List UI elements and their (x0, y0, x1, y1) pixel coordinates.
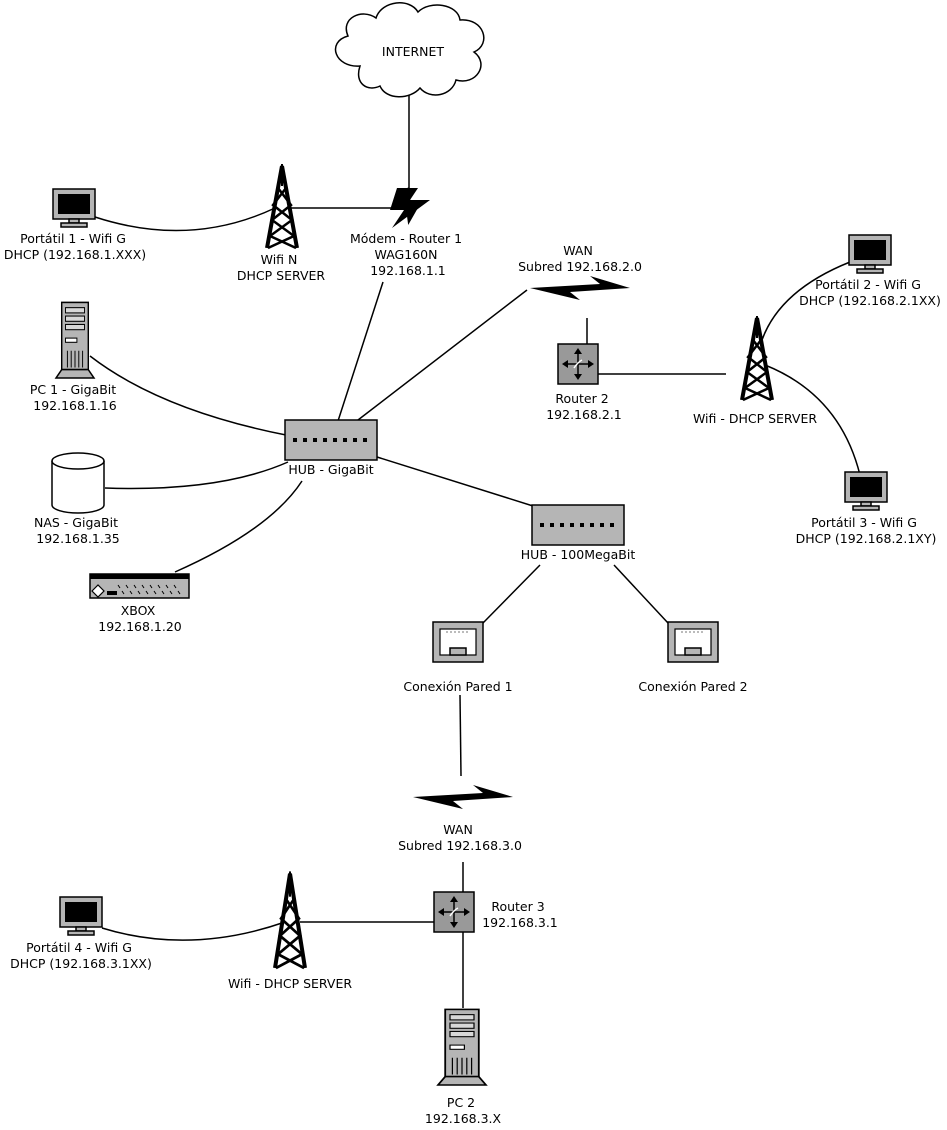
pc2-tower-icon (437, 1008, 487, 1086)
wire-hub-100-wall1 (482, 564, 541, 624)
modem-bolt-icon (390, 188, 430, 228)
modem-label: Módem - Router 1 WAG160N 192.168.1.1 (350, 231, 466, 278)
wall1-socket-icon (432, 621, 484, 663)
laptop2-label: Portátil 2 - Wifi G DHCP (192.168.2.1XX) (799, 277, 941, 308)
hub-gigabit-label: HUB - GigaBit (288, 462, 373, 477)
wifi-n-tower-icon (265, 162, 299, 250)
laptop3-label: Portátil 3 - Wifi G DHCP (192.168.2.1XY) (796, 515, 937, 546)
wire-laptop2-wifi2 (761, 261, 851, 341)
hub-gigabit-icon (284, 419, 378, 461)
wifi-n-label: Wifi N DHCP SERVER (237, 252, 326, 283)
nas-label: NAS - GigaBit 192.168.1.35 (34, 515, 122, 546)
wall2-label: Conexión Pared 2 (638, 679, 747, 694)
internet-cloud-icon (334, 2, 485, 98)
wire-pc1-hub-giga (89, 355, 287, 436)
hub-100megabit-icon (531, 504, 625, 546)
wire-laptop4-wifi3 (101, 921, 286, 941)
wire-xbox-hub-giga (174, 480, 303, 573)
wire-nas-hub-giga (104, 461, 289, 490)
xbox-label: XBOX 192.168.1.20 (98, 603, 182, 634)
laptop4-label: Portátil 4 - Wifi G DHCP (192.168.3.1XX) (10, 940, 152, 971)
wall1-label: Conexión Pared 1 (403, 679, 512, 694)
wire-hub-giga-hub-100 (376, 456, 534, 507)
router3-label: Router 3 192.168.3.1 (482, 899, 558, 930)
wifi3-label: Wifi - DHCP SERVER (228, 976, 352, 991)
wire-hub-giga-wan2 (357, 289, 528, 421)
pc1-label: PC 1 - GigaBit 192.168.1.16 (30, 382, 120, 413)
wire-laptop1-wifi-n (94, 207, 276, 232)
pc1-tower-icon (55, 301, 95, 379)
router2-icon (557, 343, 599, 385)
wan2-label: WAN Subred 192.168.2.0 (518, 243, 642, 274)
pc2-label: PC 2 192.168.3.X (425, 1095, 502, 1126)
wifi2-label: Wifi - DHCP SERVER (693, 411, 817, 426)
wan3-lightning-icon (413, 785, 513, 809)
laptop4-monitor-icon (59, 896, 103, 936)
laptop1-monitor-icon (52, 188, 96, 228)
laptop1-label: Portátil 1 - Wifi G DHCP (192.168.1.XXX) (4, 231, 146, 262)
wan2-lightning-icon (530, 276, 630, 300)
xbox-console-icon (89, 573, 190, 599)
wall2-socket-icon (667, 621, 719, 663)
wire-laptop3-wifi2 (764, 364, 861, 476)
internet-label: INTERNET (382, 44, 445, 59)
laptop2-monitor-icon (848, 234, 892, 274)
wire-hub-100-wall2 (613, 564, 669, 624)
nas-cylinder-icon (51, 452, 105, 514)
router3-icon (433, 891, 475, 933)
wire-modem-hub-giga (337, 281, 384, 422)
router2-label: Router 2 192.168.2.1 (546, 391, 622, 422)
wifi3-tower-icon (275, 871, 305, 968)
wire-wall1-wan3 (459, 694, 462, 777)
hub-100megabit-label: HUB - 100MegaBit (521, 547, 636, 562)
labels: INTERNET Módem - Router 1 WAG160N 192.16… (4, 44, 941, 1126)
laptop3-monitor-icon (844, 471, 888, 511)
connections (89, 95, 861, 1008)
wan3-label: WAN Subred 192.168.3.0 (398, 822, 522, 853)
